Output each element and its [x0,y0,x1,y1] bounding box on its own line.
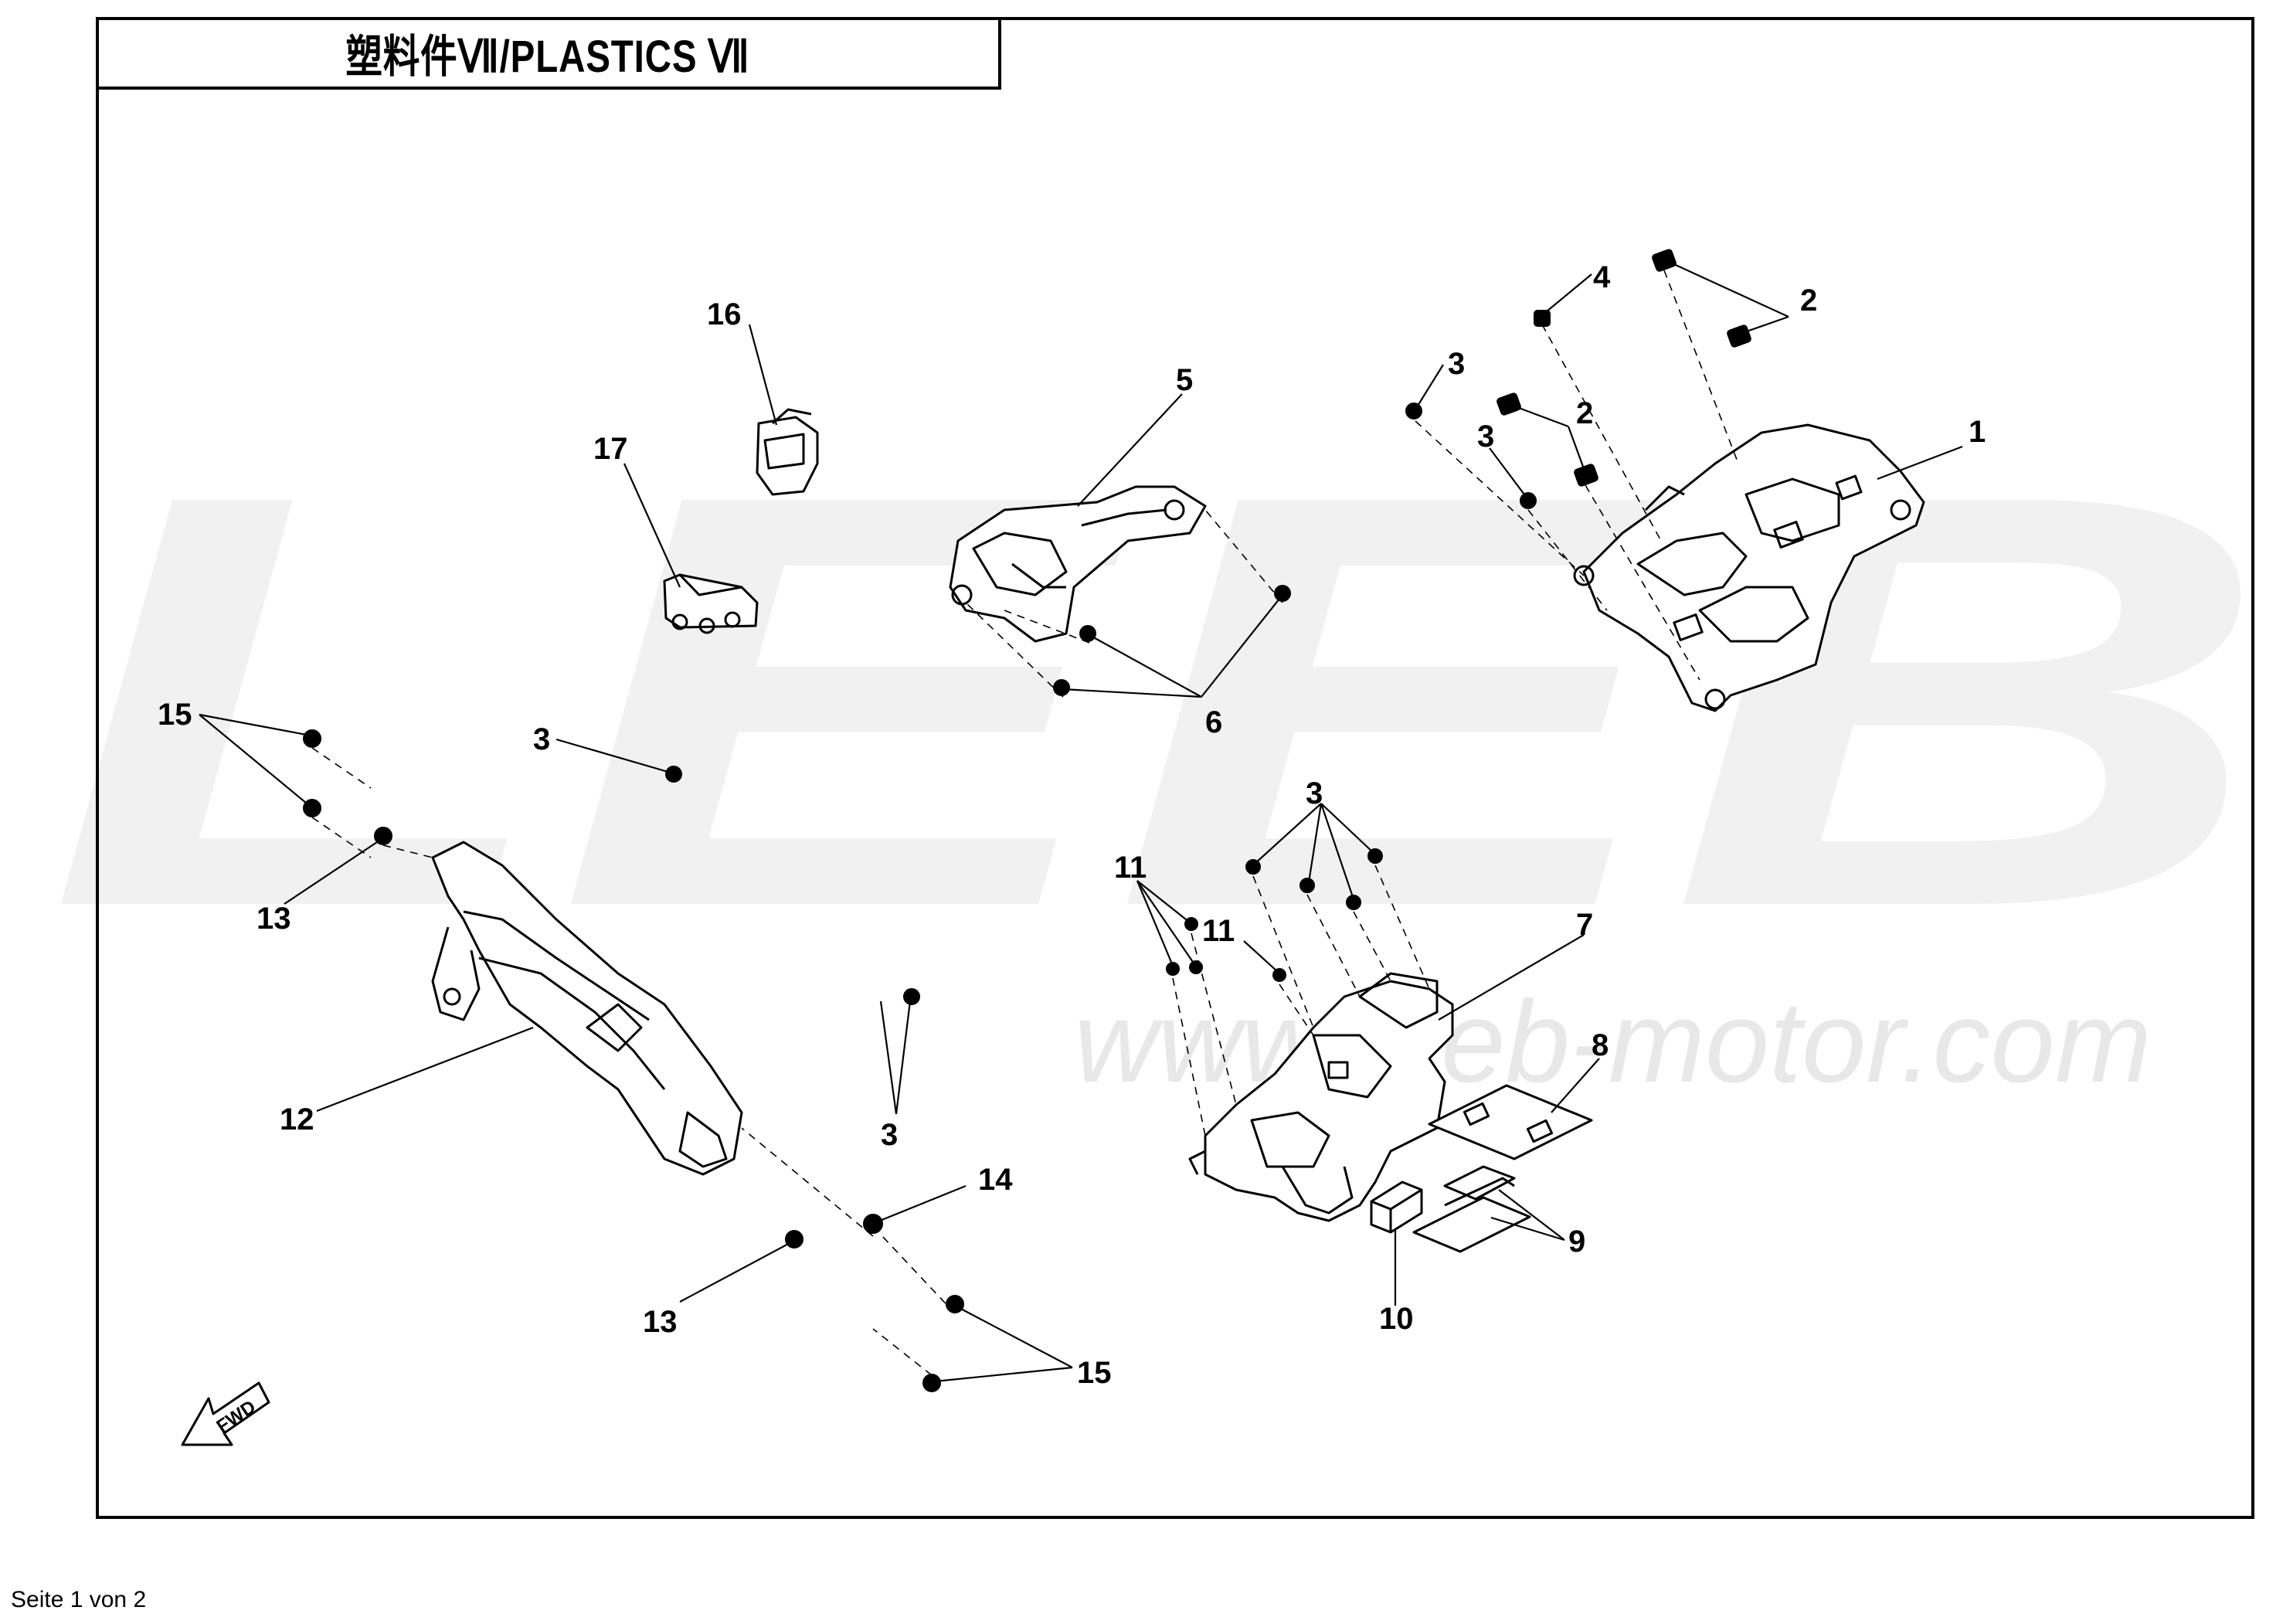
part-5-bracket [949,485,1207,643]
part-12-fender [431,841,743,1176]
part-8-plate [1428,1084,1593,1160]
part-9-pads [1412,1165,1531,1253]
callout-11-left: 11 [1114,851,1147,885]
screw-part-3-e4 [1367,848,1383,864]
callout-3-left: 3 [533,722,550,756]
callout-3-lower: 3 [1306,776,1323,810]
callout-labels: 16 17 5 6 4 2 2 3 3 1 15 13 3 12 3 14 13… [158,260,1986,1390]
part-16-clip [756,408,819,496]
nut-part-2-c [1497,392,1521,416]
rivet-part-15-c [946,1295,964,1313]
screw-part-3-c [665,766,682,783]
callout-15-upper: 15 [158,698,192,732]
nut-part-2-a [1652,249,1677,272]
screw-part-6-b [1079,625,1096,642]
rivet-part-15-d [922,1374,941,1392]
rivet-part-15-a [303,729,321,748]
screw-part-11-b [1166,962,1180,976]
callout-3-upper: 3 [1448,347,1465,381]
screw-part-3-e1 [1245,859,1261,875]
watermark: LEEB www.leeb-motor.com [46,373,2271,1106]
part-drawings [181,408,1925,1446]
rivet-part-14 [863,1214,883,1234]
callout-11-right: 11 [1202,914,1235,948]
callout-6: 6 [1205,705,1222,739]
callout-4: 4 [1593,260,1611,294]
screw-part-6-c [1053,679,1070,696]
callout-2-upper: 2 [1800,284,1817,318]
watermark-url: www.leeb-motor.com [1074,977,2152,1106]
screw-part-6-a [1274,585,1291,602]
callout-16: 16 [707,297,742,331]
callout-3-mid: 3 [1477,420,1494,454]
callout-17: 17 [593,432,628,466]
screw-part-3-d [903,988,920,1005]
screw-part-3-b [1520,492,1537,509]
callout-2-mid: 2 [1576,396,1593,430]
callout-5: 5 [1176,363,1193,397]
callout-7: 7 [1576,908,1593,942]
part-7-frame [1188,972,1454,1222]
callout-1: 1 [1969,415,1986,449]
callout-12: 12 [280,1102,314,1136]
callout-8: 8 [1592,1028,1609,1062]
screw-part-3-a [1405,403,1422,420]
fwd-arrow [181,1381,270,1446]
title-box: 塑料件Ⅶ/PLASTICS Ⅶ [97,19,1001,90]
nut-part-2-b [1727,324,1751,348]
leader-lines [199,260,1963,1383]
callout-15-lower: 15 [1077,1356,1112,1390]
part-17-bracket [663,573,759,634]
callout-14: 14 [978,1163,1013,1197]
rivet-part-13-b [785,1230,803,1249]
nut-part-4 [1534,310,1551,327]
callout-3-right: 3 [881,1118,898,1152]
callout-10: 10 [1379,1302,1414,1336]
part-10-block [1370,1181,1423,1234]
part-1-tray [1573,423,1925,712]
screw-part-11-d [1272,968,1286,982]
assembly-dash-lines [311,270,1739,1376]
screw-part-3-e3 [1346,895,1361,910]
screw-part-3-e2 [1299,878,1315,893]
callout-9: 9 [1568,1225,1585,1259]
drawing-frame [96,17,2254,1519]
callout-13-upper: 13 [256,902,291,936]
callout-13-lower: 13 [643,1305,678,1339]
page-footer: Seite 1 von 2 [11,1587,147,1612]
diagram-title: 塑料件Ⅶ/PLASTICS Ⅶ [345,32,750,82]
